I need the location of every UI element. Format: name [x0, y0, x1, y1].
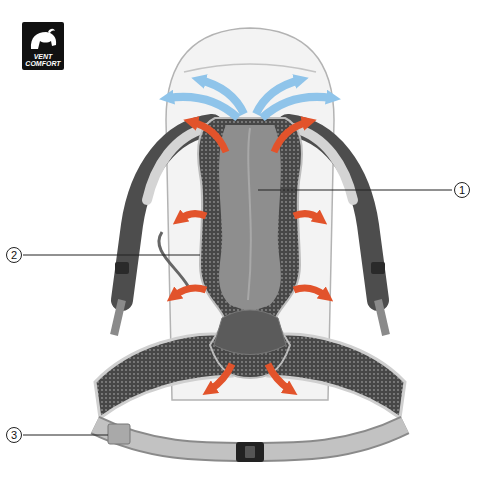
lid-seam: [184, 64, 316, 72]
hydration-hose: [159, 232, 188, 286]
shoulder-straps: [114, 125, 386, 335]
callout-number: 1: [459, 185, 465, 196]
panel-ridge: [248, 128, 251, 300]
back-panel-center: [219, 125, 281, 312]
callout-number: 2: [11, 250, 17, 261]
airflow-in: [174, 122, 326, 390]
strap-tab: [108, 424, 130, 444]
back-panel-mesh: [198, 118, 302, 378]
buckle: [236, 442, 264, 462]
buckle-center: [245, 446, 255, 458]
logo-badge: VENT COMFORT: [22, 22, 64, 70]
bison-icon: [22, 25, 64, 53]
logo-text: VENT COMFORT: [24, 53, 62, 67]
lumbar-pad: [214, 310, 286, 355]
leader-lines: [23, 190, 452, 435]
callout-number: 3: [11, 430, 17, 441]
airflow-out: [168, 80, 332, 118]
callout-circle: 2: [6, 247, 22, 263]
callout-circle: 3: [6, 427, 22, 443]
callout-circle: 1: [454, 182, 470, 198]
